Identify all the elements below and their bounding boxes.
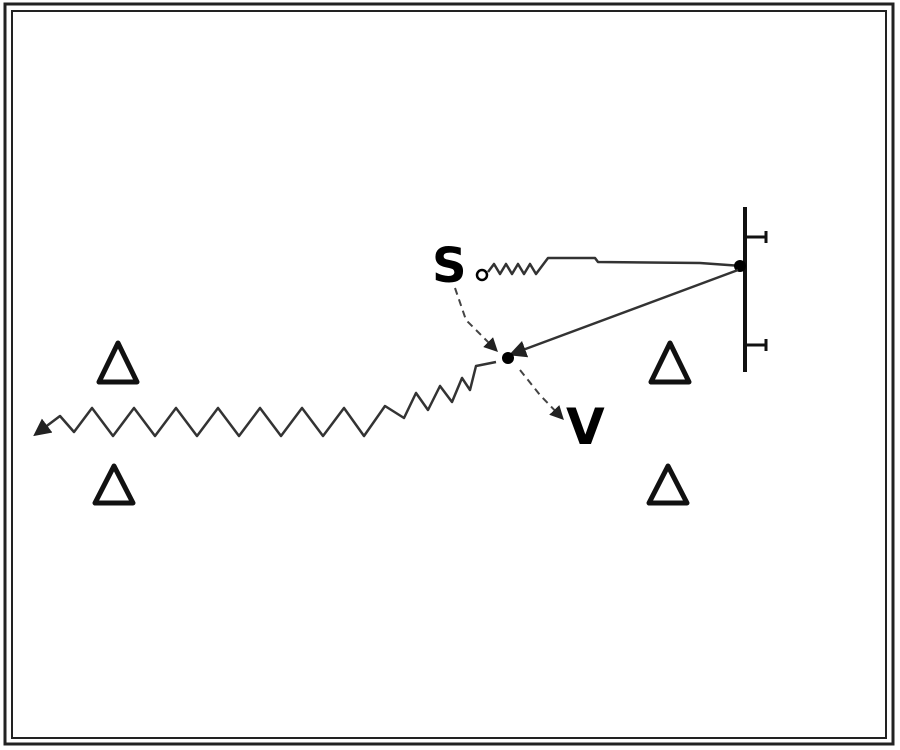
player-volley-label: V	[566, 398, 605, 456]
triangle-cone-icon	[96, 340, 140, 385]
ball-icon	[734, 260, 746, 272]
player-server: S	[431, 237, 489, 296]
ball-icon	[502, 352, 514, 364]
dribble-path-to-goal	[487, 256, 743, 276]
player-server-marker	[475, 268, 489, 282]
pass-line-goal-to-center	[508, 268, 739, 358]
triangle-cone-icon	[646, 463, 690, 506]
dribble-path-left	[33, 360, 497, 438]
player-server-label: S	[432, 238, 467, 294]
triangle-cone-icon	[92, 463, 136, 506]
goal-frame-icon	[743, 207, 768, 372]
player-volley: V	[565, 397, 607, 458]
run-line-server	[454, 287, 498, 352]
triangle-cone-icon	[648, 340, 692, 385]
cone-bottom-left	[92, 463, 136, 506]
cone-bottom-right	[646, 463, 690, 506]
cone-top-right	[648, 340, 692, 385]
field-inner-border	[11, 10, 887, 739]
run-line-volley	[519, 369, 564, 421]
field-outer-border	[3, 2, 895, 746]
cone-top-left	[96, 340, 140, 385]
